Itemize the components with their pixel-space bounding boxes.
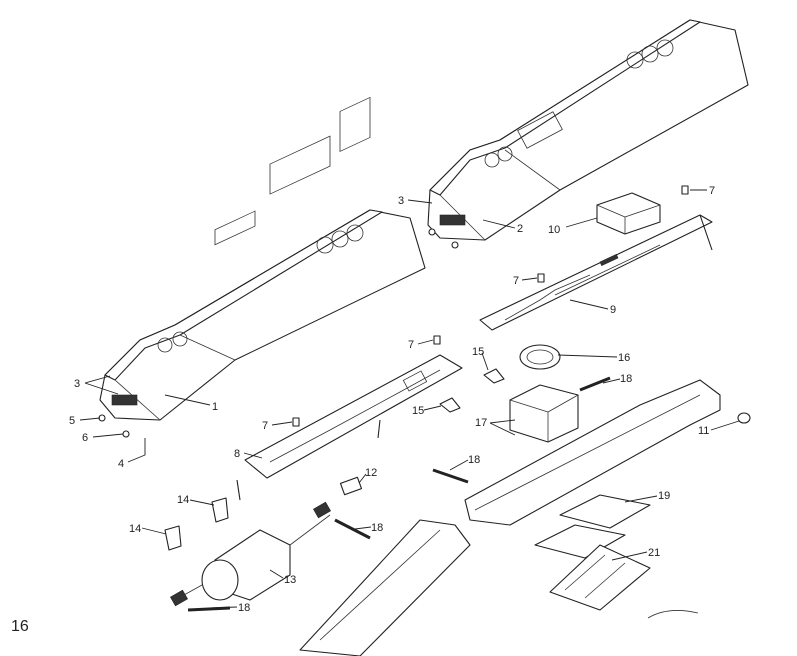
plate <box>559 494 651 529</box>
label-18d: 18 <box>238 602 250 614</box>
label-7a: 7 <box>709 185 715 197</box>
label-19: 19 <box>658 490 670 502</box>
label-13: 13 <box>284 574 296 586</box>
chassis <box>464 379 721 526</box>
partial-part <box>647 610 699 619</box>
clip-15b <box>439 397 461 413</box>
shaft-18d <box>187 606 231 612</box>
leader-lines <box>79 189 740 609</box>
label-12: 12 <box>365 467 377 479</box>
label-7c: 7 <box>408 339 414 351</box>
label-7b: 7 <box>513 275 519 287</box>
label-5: 5 <box>69 415 75 427</box>
plate-lower <box>534 524 626 559</box>
label-2: 2 <box>517 223 523 235</box>
label-15a: 15 <box>472 346 484 358</box>
screws <box>292 185 689 427</box>
label-11: 11 <box>698 425 709 437</box>
label-18a: 18 <box>620 373 632 385</box>
clip-14b <box>164 525 182 551</box>
circuit-board-9 <box>479 214 713 331</box>
label-18b: 18 <box>468 454 480 466</box>
shaft-18a <box>579 376 611 392</box>
label-10: 10 <box>548 224 560 236</box>
label-3-lower: 3 <box>74 378 80 390</box>
label-14a: 14 <box>177 494 189 506</box>
locomotive-body-upper <box>427 19 749 249</box>
label-17: 17 <box>475 417 487 429</box>
label-6: 6 <box>82 432 88 444</box>
label-14b: 14 <box>129 523 141 535</box>
locomotive-body-lower <box>98 96 426 438</box>
bogie-frame <box>549 544 651 611</box>
label-21: 21 <box>648 547 660 559</box>
speaker <box>519 344 561 370</box>
label-4: 4 <box>118 458 124 470</box>
label-15b: 15 <box>412 405 424 417</box>
clip-14a <box>211 497 229 523</box>
label-3-upper: 3 <box>398 195 404 207</box>
speaker-box <box>509 384 579 443</box>
part-labels: 1 2 3 3 4 5 6 7 7 7 7 8 9 10 11 12 13 14… <box>69 185 715 614</box>
motor <box>170 501 331 607</box>
shaft-18c <box>334 518 371 540</box>
page-number: 16 <box>11 618 29 635</box>
label-16: 16 <box>618 352 630 364</box>
weight <box>596 192 661 235</box>
label-7d: 7 <box>262 420 268 432</box>
label-8: 8 <box>234 448 240 460</box>
label-1: 1 <box>212 401 218 413</box>
shaft-18b <box>432 468 469 484</box>
chassis-front <box>299 519 471 656</box>
label-18c: 18 <box>371 522 383 534</box>
part-11 <box>737 412 751 424</box>
circuit-board-8 <box>244 354 463 479</box>
label-9: 9 <box>610 304 616 316</box>
clip-15a <box>483 368 505 384</box>
part-12 <box>339 476 363 496</box>
